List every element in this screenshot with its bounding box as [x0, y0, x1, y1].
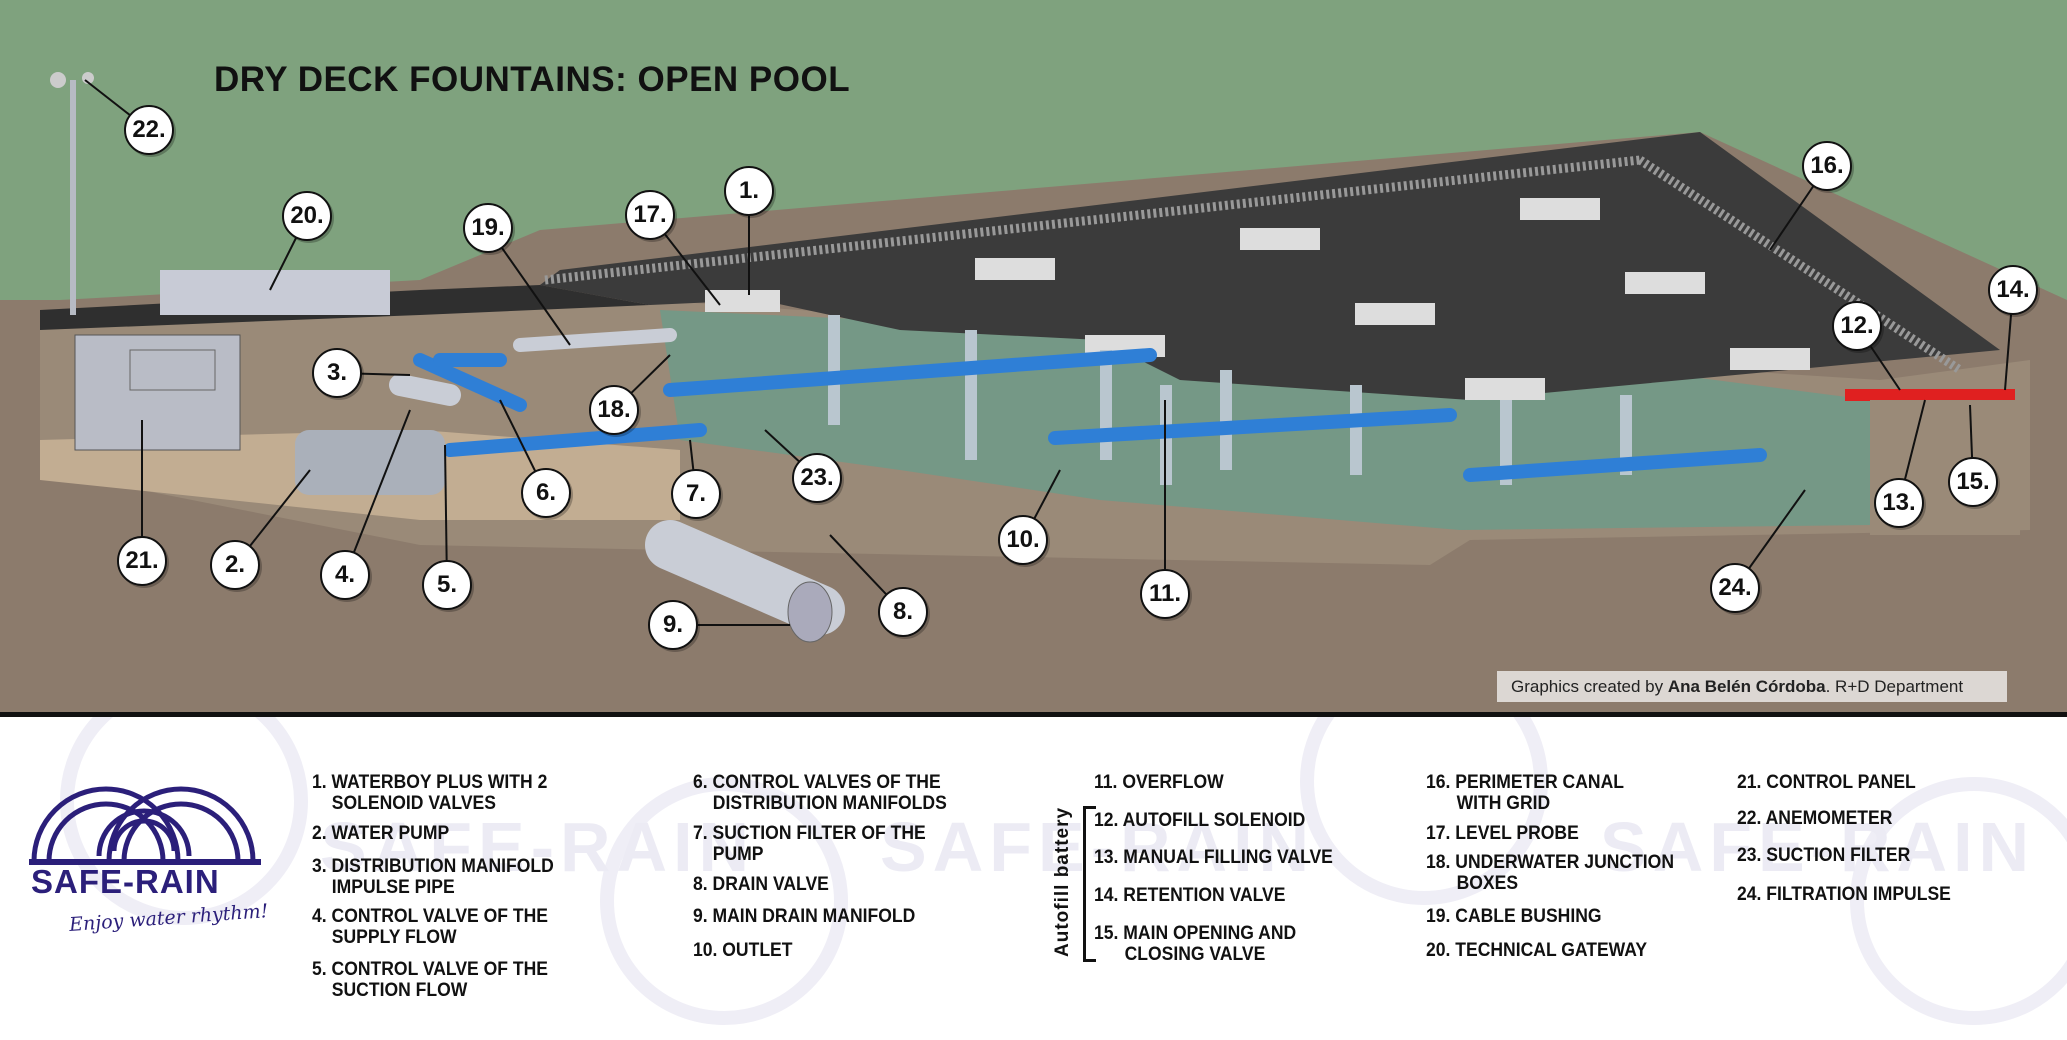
legend-item-11: 11. OVERFLOW — [1094, 771, 1224, 793]
legend-item-8: 8. DRAIN VALVE — [693, 873, 829, 895]
legend-item-9: 9. MAIN DRAIN MANIFOLD — [693, 905, 916, 927]
callout-21: 21. — [117, 536, 167, 586]
legend-item-10: 10. OUTLET — [693, 939, 793, 961]
credit-prefix: Graphics created by — [1511, 677, 1668, 696]
callout-19: 19. — [463, 203, 513, 253]
legend-item-20: 20. TECHNICAL GATEWAY — [1426, 939, 1648, 961]
callout-23: 23. — [792, 453, 842, 503]
callout-10: 10. — [998, 515, 1048, 565]
callout-24: 24. — [1710, 563, 1760, 613]
legend-item-19: 19. CABLE BUSHING — [1426, 905, 1602, 927]
legend-item-12: 12. AUTOFILL SOLENOID — [1094, 809, 1306, 831]
credit-suffix: . R+D Department — [1825, 677, 1964, 696]
callout-6: 6. — [521, 468, 571, 518]
callout-9: 9. — [648, 600, 698, 650]
autofill-battery-label: Autofill battery — [1052, 806, 1073, 957]
diagram-scene: DRY DECK FOUNTAINS: OPEN POOL 1. 2. 3. 4… — [0, 0, 2067, 712]
legend-item-23: 23. SUCTION FILTER — [1737, 844, 1911, 866]
callout-16: 16. — [1802, 141, 1852, 191]
fountain-illustration — [0, 0, 2067, 712]
callout-12: 12. — [1832, 301, 1882, 351]
safe-rain-logo: SAFE-RAIN Enjoy water rhythm! — [29, 771, 279, 936]
callout-2: 2. — [210, 540, 260, 590]
credit-author: Ana Belén Córdoba — [1667, 677, 1826, 696]
logo-arcs-icon — [29, 786, 261, 865]
callout-5: 5. — [422, 560, 472, 610]
callout-4: 4. — [320, 550, 370, 600]
callout-17: 17. — [625, 190, 675, 240]
callout-22: 22. — [124, 105, 174, 155]
watermark-text: SAFE-RAIN — [320, 808, 756, 886]
callout-8: 8. — [878, 587, 928, 637]
legend-item-22: 22. ANEMOMETER — [1737, 807, 1893, 829]
diagram-title: DRY DECK FOUNTAINS: OPEN POOL — [214, 60, 851, 99]
callout-11: 11. — [1140, 569, 1190, 619]
legend-item-24: 24. FILTRATION IMPULSE — [1737, 883, 1951, 905]
legend-item-17: 17. LEVEL PROBE — [1426, 822, 1579, 844]
logo-name: SAFE-RAIN — [31, 863, 220, 900]
legend-item-14: 14. RETENTION VALVE — [1094, 884, 1286, 906]
callout-18: 18. — [589, 385, 639, 435]
legend-item-2: 2. WATER PUMP — [312, 822, 450, 844]
divider — [0, 712, 2067, 717]
logo-tagline: Enjoy water rhythm! — [68, 900, 269, 936]
callout-3: 3. — [312, 348, 362, 398]
watermark-text: SAFE-RAIN — [1600, 808, 2036, 886]
callout-15: 15. — [1948, 457, 1998, 507]
legend-item-21: 21. CONTROL PANEL — [1737, 771, 1916, 793]
callout-7: 7. — [671, 469, 721, 519]
callout-20: 20. — [282, 191, 332, 241]
callout-13: 13. — [1874, 478, 1924, 528]
credit-box: Graphics created by Ana Belén Córdoba. R… — [1497, 671, 2007, 702]
legend-item-13: 13. MANUAL FILLING VALVE — [1094, 846, 1333, 868]
callout-1: 1. — [724, 166, 774, 216]
autofill-bracket — [1083, 806, 1096, 962]
watermark-text: SAFE-RAIN — [880, 808, 1316, 886]
legend-panel: SAFE-RAIN SAFE-RAIN SAFE-RAIN SAFE-RAIN … — [0, 717, 2067, 1040]
callout-14: 14. — [1988, 265, 2038, 315]
